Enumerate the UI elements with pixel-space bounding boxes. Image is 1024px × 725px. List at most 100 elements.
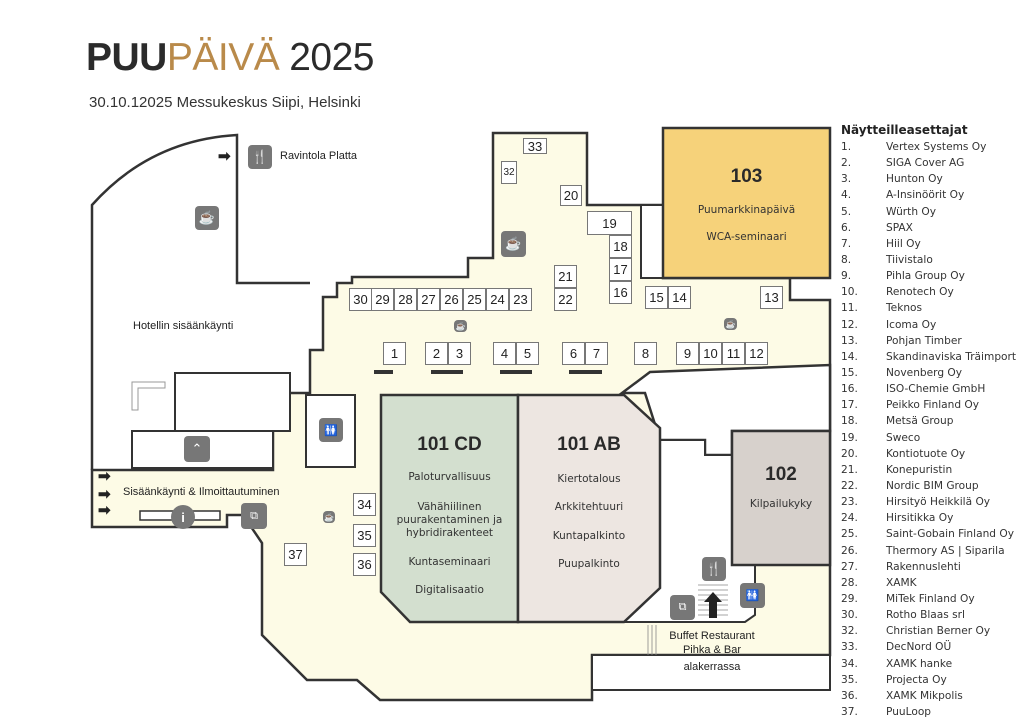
booth[interactable]: 23 bbox=[509, 288, 532, 311]
booth[interactable]: 15 bbox=[645, 286, 668, 309]
room-103-area bbox=[661, 126, 832, 280]
legend-item-number: 25. bbox=[841, 528, 858, 541]
legend-item-number: 37. bbox=[841, 705, 858, 718]
booth[interactable]: 18 bbox=[609, 235, 632, 258]
booth[interactable]: 17 bbox=[609, 258, 632, 281]
legend-item-number: 2. bbox=[841, 157, 852, 170]
booth[interactable]: 30 bbox=[349, 288, 372, 311]
toilet-icon: 🚻 bbox=[319, 418, 343, 442]
entrance-arrow-icon: ➡ bbox=[98, 486, 111, 503]
legend-item: 33.DecNord OÜ bbox=[841, 639, 1016, 655]
booth[interactable]: 10 bbox=[699, 342, 722, 365]
booth[interactable]: 24 bbox=[486, 288, 509, 311]
entrance-label: Sisäänkäynti & Ilmoittautuminen bbox=[123, 486, 280, 498]
info-icon: i bbox=[171, 505, 195, 529]
legend-item: 5. Würth Oy bbox=[841, 204, 1016, 220]
legend-item-name: Hirsitikka Oy bbox=[886, 512, 954, 525]
legend-item-number: 8. bbox=[841, 253, 852, 266]
legend-item-number: 10. bbox=[841, 286, 858, 299]
booth[interactable]: 19 bbox=[587, 211, 632, 235]
legend-item: 1. Vertex Systems Oy bbox=[841, 139, 1016, 155]
room-101cd-area bbox=[379, 393, 520, 624]
legend-item: 36.XAMK Mikpolis bbox=[841, 688, 1016, 704]
legend-item: 21.Konepuristin bbox=[841, 462, 1016, 478]
legend-item-number: 32. bbox=[841, 625, 858, 638]
booth[interactable]: 32 bbox=[501, 161, 517, 184]
coffee-icon: ☕ bbox=[724, 318, 737, 330]
booth[interactable]: 4 bbox=[493, 342, 516, 365]
legend-item-name: SIGA Cover AG bbox=[886, 157, 965, 170]
booth[interactable]: 16 bbox=[609, 281, 632, 304]
legend-item: 19.Sweco bbox=[841, 430, 1016, 446]
legend-item-name: Würth Oy bbox=[886, 205, 937, 218]
booth[interactable]: 35 bbox=[353, 524, 376, 547]
buffet-label: Buffet Restaurant bbox=[669, 630, 755, 642]
booth[interactable]: 14 bbox=[668, 286, 691, 309]
legend-item-number: 29. bbox=[841, 592, 858, 605]
booth[interactable]: 20 bbox=[560, 185, 582, 206]
logo-year: 2025 bbox=[289, 36, 374, 79]
booth[interactable]: 33 bbox=[523, 138, 547, 154]
downstairs-label: alakerrassa bbox=[683, 661, 741, 673]
legend-item-number: 12. bbox=[841, 318, 858, 331]
booth[interactable]: 11 bbox=[722, 342, 745, 365]
legend-item-name: Hunton Oy bbox=[886, 173, 943, 186]
booth[interactable]: 26 bbox=[440, 288, 463, 311]
booth[interactable]: 29 bbox=[371, 288, 394, 311]
booth[interactable]: 1 bbox=[383, 342, 406, 365]
booth[interactable]: 36 bbox=[353, 553, 376, 576]
legend-item: 29.MiTek Finland Oy bbox=[841, 591, 1016, 607]
room-101cd-topic: Vähähiilinen puurakentaminen ja hybridir… bbox=[396, 501, 503, 539]
booth[interactable]: 12 bbox=[745, 342, 768, 365]
legend-item-name: Konepuristin bbox=[886, 463, 953, 476]
booth[interactable]: 28 bbox=[394, 288, 417, 311]
legend-item-number: 1. bbox=[841, 141, 852, 153]
booth[interactable]: 37 bbox=[284, 543, 307, 566]
booth[interactable]: 25 bbox=[463, 288, 486, 311]
booth[interactable]: 8 bbox=[634, 342, 657, 365]
booth[interactable]: 27 bbox=[417, 288, 440, 311]
legend-item-name: Metsä Group bbox=[886, 415, 954, 428]
booth[interactable]: 7 bbox=[585, 342, 608, 365]
room-103-topic: Puumarkkinapäivä bbox=[697, 204, 796, 216]
legend-item-number: 26. bbox=[841, 544, 858, 557]
entrance-arrow-icon: ➡ bbox=[218, 148, 231, 165]
booth[interactable]: 6 bbox=[562, 342, 585, 365]
legend-item-name: Pohjan Timber bbox=[886, 334, 962, 347]
legend-item-number: 5. bbox=[841, 205, 852, 218]
booth[interactable]: 5 bbox=[516, 342, 539, 365]
legend-item-number: 19. bbox=[841, 431, 858, 444]
legend-item-number: 13. bbox=[841, 334, 858, 347]
booth[interactable]: 3 bbox=[448, 342, 471, 365]
legend-item-number: 28. bbox=[841, 576, 858, 589]
legend-item: 28.XAMK bbox=[841, 575, 1016, 591]
buffet-label-2: Pihka & Bar bbox=[682, 644, 742, 656]
bar-counter bbox=[569, 370, 602, 374]
legend-item-number: 9. bbox=[841, 270, 852, 283]
room-102-area bbox=[730, 429, 832, 567]
legend-item-name: Christian Berner Oy bbox=[886, 625, 991, 638]
logo-part-paiva: PÄIVÄ bbox=[166, 36, 280, 79]
booth[interactable]: 2 bbox=[425, 342, 448, 365]
legend-item: 8.Tiivistalo bbox=[841, 252, 1016, 268]
legend-item-name: Kontiotuote Oy bbox=[886, 447, 966, 460]
booth[interactable]: 9 bbox=[676, 342, 699, 365]
legend-item-name: ISO-Chemie GmbH bbox=[886, 383, 986, 396]
restaurant-label: Ravintola Platta bbox=[280, 150, 358, 162]
bar-counter bbox=[500, 370, 532, 374]
legend-item-name: Renotech Oy bbox=[886, 286, 954, 299]
room-101ab-topic: Kuntapalkinto bbox=[552, 530, 626, 542]
booth[interactable]: 22 bbox=[554, 288, 577, 311]
legend-item-number: 4. bbox=[841, 189, 852, 202]
legend-item: 12.Icoma Oy bbox=[841, 317, 1016, 333]
booth[interactable]: 21 bbox=[554, 265, 577, 288]
legend-item-name: Vertex Systems Oy bbox=[886, 141, 987, 153]
legend-item: 25.Saint-Gobain Finland Oy bbox=[841, 526, 1016, 542]
legend-item-number: 36. bbox=[841, 689, 858, 702]
legend-item: 15.Novenberg Oy bbox=[841, 365, 1016, 381]
booth[interactable]: 13 bbox=[760, 286, 783, 309]
booth[interactable]: 34 bbox=[353, 493, 376, 516]
legend-item: 11.Teknos bbox=[841, 300, 1016, 316]
